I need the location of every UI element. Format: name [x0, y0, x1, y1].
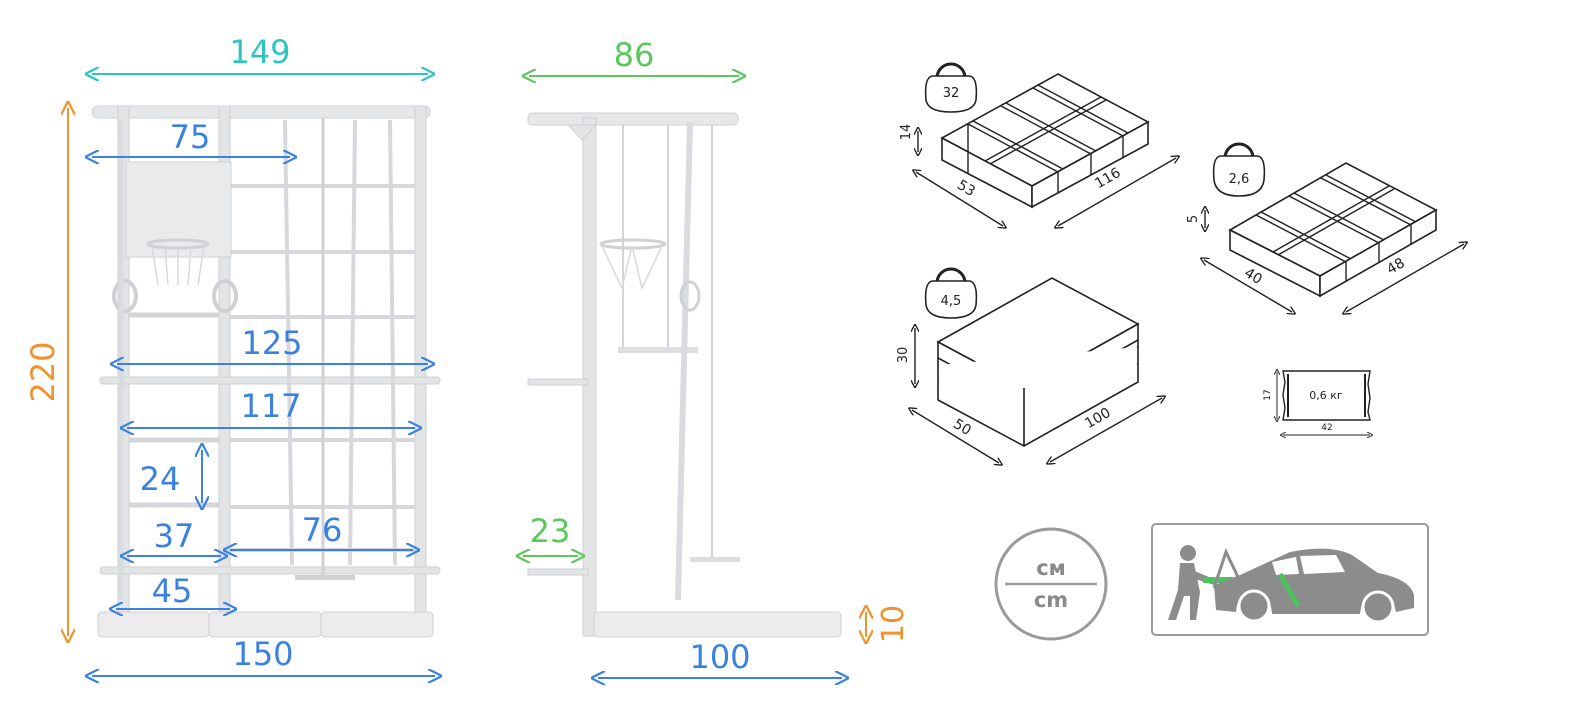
- package-box-3: 4,5 30 50 100: [896, 267, 1162, 463]
- base-width-label: 150: [232, 635, 293, 673]
- upright-3: [414, 105, 427, 637]
- lower-bar: [99, 566, 441, 575]
- package-box-1: 32 14 53 116: [899, 62, 1176, 226]
- span-117-label: 117: [240, 387, 301, 425]
- box1-weight: 32: [943, 86, 960, 101]
- bar-23-label: 23: [530, 512, 571, 550]
- depth-top-label: 86: [614, 36, 655, 74]
- height-label: 220: [24, 341, 62, 402]
- front-view: 149 220 75 125 117 24 37 76 45 150: [24, 33, 440, 676]
- middle-bar: [99, 376, 441, 385]
- package-box-2: 2,6 5 40 48: [1186, 142, 1464, 312]
- width-top-label: 149: [229, 33, 290, 71]
- weight-icon: [924, 62, 978, 113]
- weight-icon: [924, 267, 978, 319]
- box1-width: 53: [954, 177, 978, 200]
- span-125-label: 125: [241, 324, 302, 362]
- box2-width: 40: [1241, 265, 1265, 288]
- bag-width: 42: [1321, 423, 1332, 433]
- gym-ring-right: [212, 279, 238, 313]
- box2-weight: 2,6: [1229, 172, 1250, 187]
- side-top-bar: [527, 112, 739, 126]
- units-top: см: [1036, 556, 1066, 580]
- package-bag: 0,6 кг 17 42: [1263, 371, 1370, 435]
- units-bottom: cm: [1034, 588, 1068, 612]
- gym-ring-left: [112, 279, 138, 313]
- net-76-label: 76: [302, 511, 343, 549]
- car-loading-icon: [1151, 523, 1429, 636]
- ladder-45-label: 45: [152, 572, 193, 610]
- box2-height: 5: [1186, 215, 1201, 223]
- box3-weight: 4,5: [941, 294, 962, 309]
- ladder-37-label: 37: [154, 517, 195, 555]
- bag-height: 17: [1263, 389, 1273, 400]
- side-mat: [593, 611, 842, 638]
- mat-3: [320, 611, 434, 638]
- mat-2: [208, 611, 322, 638]
- box1-height: 14: [899, 124, 914, 141]
- mat-thickness-label: 10: [876, 605, 911, 643]
- rung-spacing-label: 24: [140, 460, 181, 498]
- units-badge: см cm: [994, 527, 1108, 641]
- side-upright: [582, 117, 597, 637]
- mat-1: [97, 611, 210, 638]
- box3-width: 50: [950, 416, 974, 439]
- basketball-board: [125, 161, 232, 258]
- mat-length-label: 100: [689, 638, 750, 676]
- box2-length: 48: [1384, 255, 1407, 278]
- box3-height: 30: [896, 347, 911, 364]
- top-bar: [91, 105, 431, 119]
- weight-icon: [1212, 142, 1266, 197]
- bag-weight: 0,6 кг: [1309, 389, 1343, 402]
- side-view: 86 23 10 100: [523, 36, 911, 678]
- board-width-label: 75: [170, 118, 211, 156]
